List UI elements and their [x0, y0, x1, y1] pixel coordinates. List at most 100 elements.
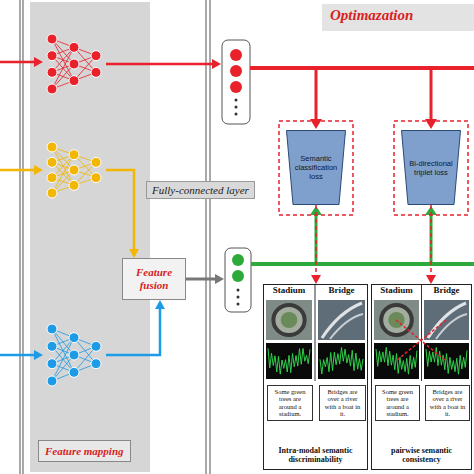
net-neuron — [69, 150, 79, 160]
arrow-head — [34, 350, 43, 360]
section-tag: Feature mapping — [38, 440, 131, 462]
net-neuron — [69, 367, 79, 377]
net-neuron — [47, 67, 57, 77]
column-divider — [315, 284, 316, 381]
optimization-region: OptimazationSemantic classification loss… — [210, 0, 474, 474]
audio-waveform — [426, 347, 467, 374]
yellow-input — [0, 169, 36, 172]
bridge-deck — [436, 314, 467, 339]
net-neuron — [69, 165, 79, 175]
mapping-column — [30, 2, 150, 472]
audio-waveform — [320, 347, 363, 373]
bridge-image — [318, 300, 365, 340]
example-panel: Intra-modal semantic discriminability Som… — [263, 284, 368, 470]
fusion-box: Feature fusion — [122, 258, 186, 300]
net-neuron — [47, 324, 57, 334]
bridge-deck — [322, 303, 362, 338]
net-neuron — [91, 173, 101, 183]
sentence-text: Bridges are over a river with a boat in … — [322, 388, 363, 418]
net-neuron — [91, 157, 101, 167]
panel-edge — [20, 0, 21, 474]
vector-dot — [235, 106, 238, 109]
red-down — [315, 68, 318, 120]
green-feature-vector — [225, 248, 251, 312]
mapping-panel — [23, 0, 206, 474]
vector-unit — [232, 270, 244, 282]
example-panel-ground — [371, 284, 472, 470]
audio-waveform — [376, 347, 417, 374]
panel-caption: Intra-modal semantic discriminability — [267, 446, 364, 464]
dashed-line — [315, 205, 317, 276]
trapezoid-shape — [402, 131, 461, 205]
sentence-text: Bridges are over a river with a boat in … — [428, 388, 467, 418]
stadium-field — [281, 312, 298, 328]
net-neuron — [69, 350, 79, 360]
column-header: Stadium — [380, 286, 413, 296]
dashed-arrow — [426, 205, 436, 284]
net-neuron — [47, 34, 57, 44]
audio-waveform — [268, 348, 310, 374]
vector-unit — [230, 49, 242, 61]
vector-dot — [235, 99, 238, 102]
dashed-frame — [279, 121, 353, 215]
bridge-deck — [428, 303, 466, 338]
red-down — [430, 68, 433, 120]
column-header: Bridge — [329, 286, 355, 296]
arrow-head — [426, 275, 436, 284]
net-neuron — [69, 59, 79, 69]
red-bus — [250, 66, 474, 70]
net-neuron — [91, 67, 101, 77]
net-neuron — [47, 51, 57, 61]
loss-trapezoid: Bi-directional triplet loss — [401, 130, 461, 205]
dashed-frame — [394, 121, 468, 215]
net-neuron — [69, 42, 79, 52]
net-neuron — [47, 188, 57, 198]
pair-link — [396, 320, 446, 361]
fusion-output — [186, 278, 216, 281]
vector-dot — [235, 113, 238, 116]
red-output — [106, 63, 214, 66]
vector-unit — [232, 254, 244, 266]
audio-ground — [374, 343, 419, 379]
sentence-text: Some green trees are around a stadium. — [378, 388, 417, 418]
red-input — [0, 61, 36, 64]
net-neuron — [69, 333, 79, 343]
arrow-head — [155, 300, 165, 309]
net-neuron — [47, 341, 57, 351]
yellow-output — [106, 170, 134, 250]
column-header: Bridge — [434, 286, 460, 296]
audio-ground — [424, 343, 469, 379]
blue-output — [106, 308, 160, 355]
sentence-box: Some green trees are around a stadium. — [375, 385, 420, 421]
arrow-head — [215, 274, 224, 284]
net-neuron — [69, 76, 79, 86]
example-panel-ground — [263, 284, 368, 470]
blue-input — [0, 354, 36, 357]
column-header: Stadium — [273, 286, 306, 296]
red-feature-vector — [222, 40, 250, 124]
net-neuron — [47, 142, 57, 152]
net-neuron — [47, 157, 57, 167]
arrow-head — [129, 249, 139, 258]
title-band — [322, 4, 474, 31]
example-panel: pairwise semantic consistencySome green … — [371, 284, 472, 470]
vector-dot — [237, 296, 240, 299]
green-bus — [251, 262, 474, 266]
bridge-deck — [330, 314, 363, 339]
net-neuron — [47, 173, 57, 183]
sentence-box: Some green trees are around a stadium. — [267, 385, 313, 421]
net-neuron — [69, 180, 79, 190]
audio-ground — [318, 343, 365, 379]
column-divider — [421, 284, 422, 381]
vector-dot — [237, 303, 240, 306]
section-title: Feature mapping — [45, 445, 124, 457]
audio-ground — [266, 343, 312, 379]
net-neuron — [91, 341, 101, 351]
callout-tag: Fully-connected layer — [146, 181, 255, 199]
net-neuron — [91, 359, 101, 369]
arrow-head — [34, 165, 43, 175]
sentence-box: Bridges are over a river with a boat in … — [425, 385, 470, 421]
dashed-line — [430, 205, 432, 276]
vector-dot — [237, 289, 240, 292]
